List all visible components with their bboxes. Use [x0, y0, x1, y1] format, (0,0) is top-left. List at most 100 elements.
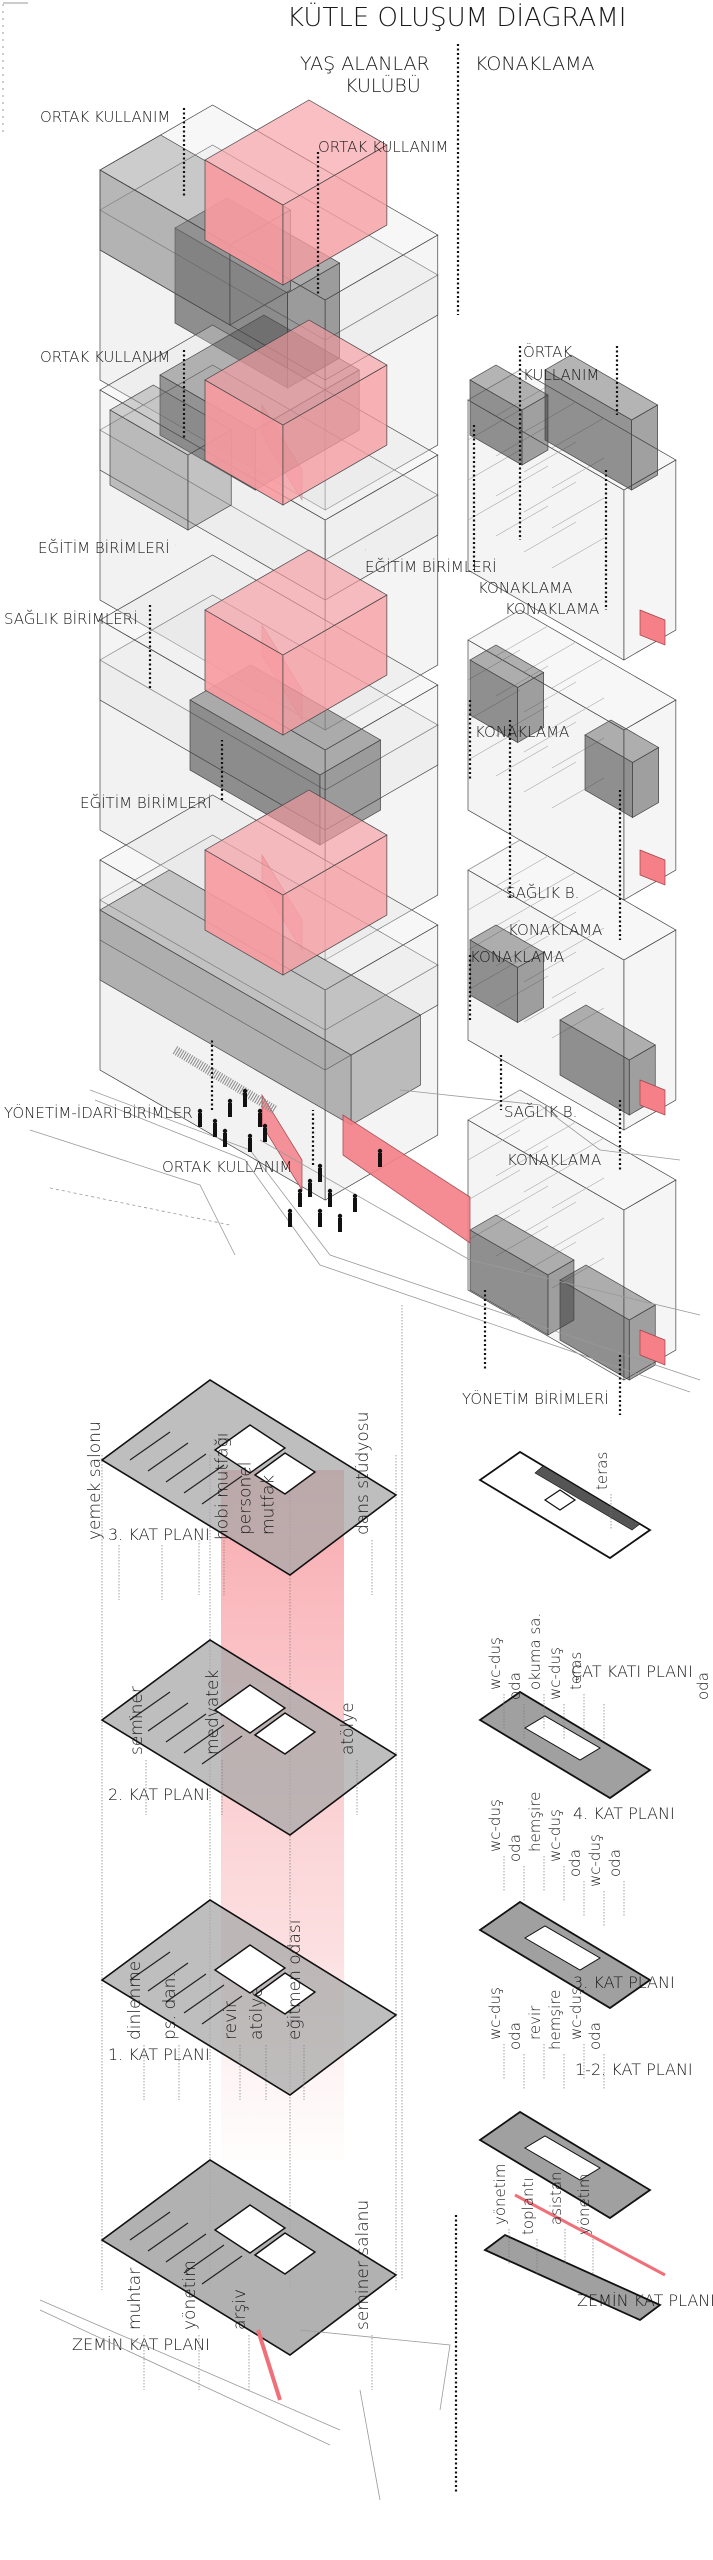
room-label: oda [606, 1849, 624, 1877]
lodging-mass-label: SAĞLIK B. [504, 1102, 577, 1121]
entrance-canopy [342, 1114, 471, 1244]
site-line [299, 2329, 451, 2411]
plan-title: 1. KAT PLANI [108, 2045, 210, 2064]
room-label: wc-duş [586, 1834, 604, 1887]
person-figure [297, 1188, 303, 1207]
room-label: yönetim [575, 2174, 593, 2235]
room-label: teras [593, 1452, 611, 1490]
room-label: yönetim [180, 2260, 200, 2330]
elevator-core [253, 1452, 317, 1495]
plan-title: ZEMİN KAT PLANI [577, 2291, 713, 2310]
site-line [359, 2389, 381, 2501]
club-mass-label: ORTAK KULLANIM [318, 138, 448, 156]
room-label: toplantı [519, 2178, 537, 2236]
entry-axis [514, 2193, 666, 2277]
lodging-connector [639, 609, 666, 646]
room-label: oda [506, 1672, 524, 1700]
lodging-mass-label: KONAKLAMA [505, 600, 599, 618]
club-mass-label: EĞİTİM BİRİMLERİ [365, 557, 497, 576]
room-label: personel [236, 1462, 256, 1535]
people-figures [197, 1088, 383, 1232]
room-label: oda [506, 1834, 524, 1862]
room-label: seminer salanu [353, 2200, 373, 2330]
room-label: teras [567, 1652, 585, 1690]
room-label: oda [694, 1672, 712, 1700]
massing-labels: ORTAK KULLANIM ORTAK KULLANIM ORTAK KULLAN… [4, 108, 622, 1415]
site-line [39, 2309, 331, 2446]
person-figure [287, 1208, 293, 1227]
room-label: oda [586, 2022, 604, 2050]
column-header-lodging: KONAKLAMA [475, 53, 594, 75]
room-label: wc-duş [486, 1799, 504, 1852]
room-label: atölye [338, 1702, 358, 1755]
plan-title: 2. KAT PLANI [108, 1785, 210, 1804]
person-figure [377, 1148, 383, 1167]
corridor [524, 1925, 601, 1971]
room-label: yönetim [491, 2164, 509, 2225]
lodging-mass-level [467, 609, 677, 901]
club-mass-level [99, 789, 439, 1201]
column-header-club: YAŞ ALANLAR KULÜBÜ [300, 53, 436, 97]
program-mass [559, 1004, 656, 1116]
lodging-mass-label: KONAKLAMA [508, 921, 602, 939]
program-mass [99, 869, 422, 1126]
column-header-club-line2: KULÜBÜ [345, 74, 421, 97]
steps [172, 1046, 278, 1114]
sheet-title: KÜTLE OLUŞUM DİAGRAMI [287, 1, 626, 33]
room-label: wc-duş [546, 1809, 564, 1862]
club-mass-label: SAĞLIK BİRİMLERİ [4, 609, 138, 628]
room-label: revir [526, 2005, 544, 2040]
elevator-core [253, 1712, 317, 1755]
lodging-mass-label: SAĞLIK B. [506, 883, 579, 902]
room-label: wc-duş [486, 1987, 504, 2040]
plan-title: 3. KAT PLANI [108, 1525, 210, 1544]
core-mass [204, 319, 388, 506]
person-figure [337, 1213, 343, 1232]
program-mass [559, 1264, 656, 1381]
room-label: oda [566, 1849, 584, 1877]
lodging-mass-label: KONAKLAMA [478, 579, 572, 597]
room-label: wc-duş [567, 1987, 585, 2040]
person-figure [227, 1098, 233, 1117]
plan-slab [100, 1379, 398, 1576]
lodging-mass-level [467, 1089, 677, 1381]
corridor [524, 2135, 601, 2181]
room-label: eğitmen odası [285, 1920, 305, 2040]
site-context [29, 1046, 701, 1393]
room-label: wc-duş [546, 1647, 564, 1700]
lodging-connector [639, 1079, 666, 1116]
person-figure [257, 1108, 263, 1127]
elevator-core [253, 1972, 317, 2015]
club-mass-level [99, 549, 439, 961]
club-mass-label: ORTAK KULLANIM [40, 348, 170, 366]
lodging-connector [639, 1329, 666, 1366]
room-label: ps. dan. [160, 1972, 180, 2040]
person-figure [197, 1108, 203, 1127]
plan-title: ZEMİN KAT PLANI [72, 2335, 210, 2354]
room-label: okuma sa. [526, 1613, 544, 1690]
person-figure [317, 1208, 323, 1227]
person-figure [307, 1178, 313, 1197]
person-figure [242, 1088, 248, 1107]
club-mass-label: ORTAK KULLANIM [40, 108, 170, 126]
room-label: revir [221, 2001, 241, 2040]
program-mass [109, 384, 232, 531]
stair-core [213, 1424, 287, 1474]
roof-opening [543, 1489, 577, 1511]
lodging-mass-label: KONAKLAMA [475, 723, 569, 741]
room-label: yemek salonu [85, 1421, 105, 1540]
plan-title: 1-2. KAT PLANI [575, 2060, 693, 2079]
club-mass-label: ORTAK KULLANIM [162, 1158, 292, 1176]
lodging-mass-label: KONAKLAMA [507, 1151, 601, 1169]
room-label: dans stüdyosu [353, 1412, 373, 1535]
core-mass [204, 789, 388, 976]
lodging-mass-level [467, 354, 677, 661]
program-mass [584, 719, 660, 819]
